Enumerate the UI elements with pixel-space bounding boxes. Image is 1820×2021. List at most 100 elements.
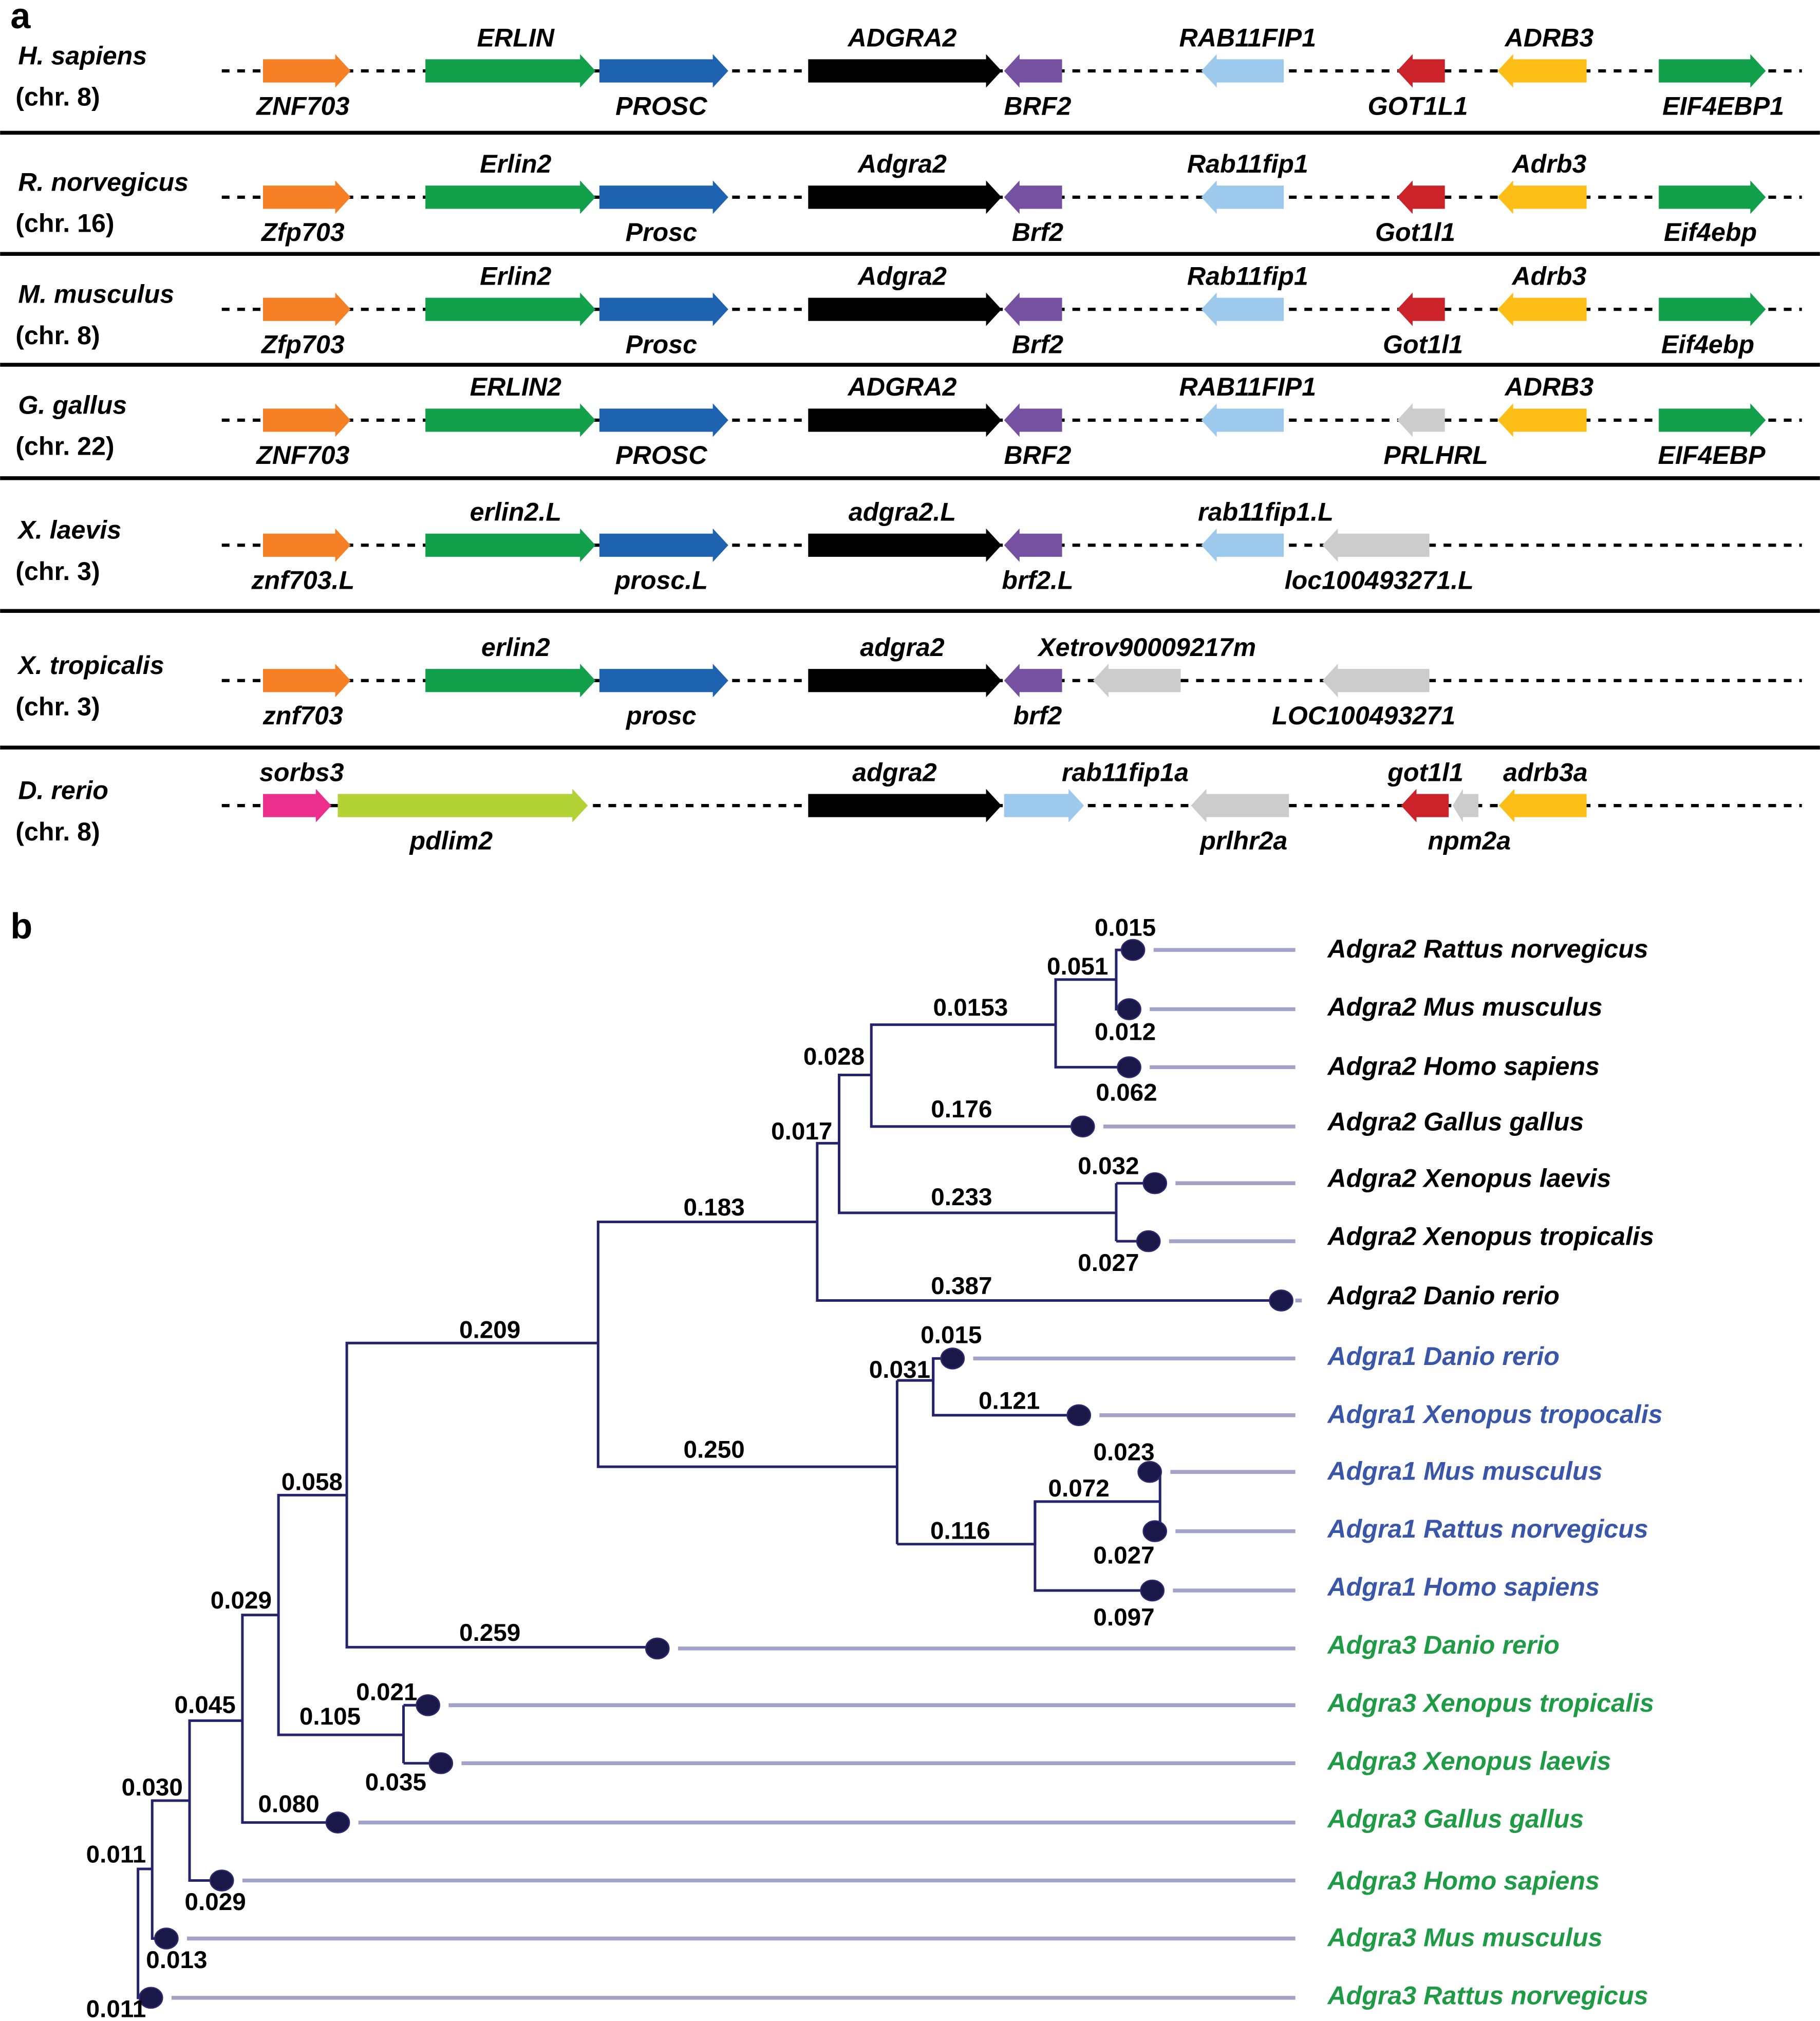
gene-label: got1l1: [1387, 758, 1463, 787]
row-separator: [0, 252, 1820, 256]
leaf-label: Adgra1 Mus musculus: [1326, 1456, 1602, 1485]
chromosome-label: (chr. 22): [15, 432, 114, 461]
leaf-label: Adgra2 Danio rerio: [1326, 1281, 1560, 1310]
gene-arrow: [1397, 54, 1445, 88]
branch-length-label: 0.045: [174, 1691, 235, 1718]
branch-length-label: 0.121: [979, 1387, 1040, 1414]
gene-label: EIF4EBP: [1658, 441, 1766, 470]
panel-a-label: a: [10, 0, 31, 36]
gene-label: EIF4EBP1: [1662, 91, 1784, 120]
tip-node: [1117, 998, 1141, 1020]
tip-node: [1142, 1172, 1168, 1194]
gene-arrow: [263, 528, 351, 562]
branch-length-label: 0.023: [1093, 1439, 1154, 1466]
species-row: M. musculus(chr. 8)Zfp703Erlin2ProscAdgr…: [15, 261, 1802, 359]
gene-arrow: [1201, 403, 1284, 437]
branch-length-label: 0.183: [684, 1194, 745, 1221]
branch-length-label: 0.0153: [933, 994, 1008, 1021]
tip-node: [1140, 1579, 1165, 1602]
branch-length-label: 0.035: [365, 1769, 426, 1796]
gene-arrow: [1397, 180, 1445, 214]
gene-arrow: [425, 664, 596, 698]
branch-length-label: 0.015: [921, 1321, 982, 1349]
leaf-label: Adgra2 Rattus norvegicus: [1326, 934, 1648, 963]
gene-arrow: [1659, 403, 1766, 437]
gene-arrow: [1004, 789, 1084, 822]
branch-length-label: 0.011: [86, 1995, 146, 2021]
row-separator: [0, 130, 1820, 135]
leaf-label: Adgra3 Xenopus laevis: [1326, 1747, 1611, 1775]
species-row: X. laevis(chr. 3)znf703.Lerlin2.Lprosc.L…: [15, 498, 1802, 595]
leaf-label: Adgra3 Rattus norvegicus: [1326, 1981, 1648, 2010]
leaf-label: Adgra2 Xenopus tropicalis: [1326, 1222, 1654, 1251]
gene-label: PROSC: [615, 441, 707, 470]
species-row: R. norvegicus(chr. 16)Zfp703Erlin2ProscA…: [15, 149, 1802, 247]
gene-label: ZNF703: [255, 441, 349, 470]
branch-length-label: 0.027: [1078, 1249, 1139, 1277]
tree-branch: [1054, 978, 1130, 1069]
gene-label: BRF2: [1004, 441, 1071, 470]
tip-node: [1269, 1289, 1293, 1312]
gene-arrow: [599, 54, 728, 88]
gene-label: Prosc: [626, 218, 698, 247]
gene-arrow: [1201, 54, 1284, 88]
gene-arrow: [1004, 664, 1062, 698]
gene-arrow: [1004, 403, 1062, 437]
chromosome-label: (chr. 8): [15, 817, 100, 846]
gene-arrow: [808, 292, 1002, 326]
gene-label: pdlim2: [409, 826, 493, 855]
species-name: D. rerio: [18, 776, 108, 805]
tree-branch: [241, 1614, 338, 1824]
gene-label: ADGRA2: [847, 372, 957, 401]
gene-arrow: [1497, 403, 1587, 437]
gene-label: Got1l1: [1375, 218, 1455, 247]
gene-label: Got1l1: [1383, 330, 1463, 359]
branch-length-label: 0.116: [930, 1518, 990, 1545]
gene-arrow: [808, 403, 1002, 437]
gene-arrow: [1004, 54, 1062, 88]
gene-label: GOT1L1: [1367, 91, 1468, 120]
branch-length-label: 0.013: [146, 1947, 207, 1974]
gene-arrow: [1322, 528, 1430, 562]
gene-label: npm2a: [1428, 826, 1511, 855]
tip-node: [1142, 1520, 1168, 1542]
gene-arrow: [1322, 664, 1430, 698]
gene-arrow: [1497, 292, 1587, 326]
gene-arrow: [1497, 180, 1587, 214]
leaf-label: Adgra2 Gallus gallus: [1326, 1107, 1584, 1136]
gene-label: BRF2: [1004, 91, 1071, 120]
tip-node: [138, 1987, 163, 2009]
gene-label: znf703: [262, 701, 343, 730]
leaf-label: Adgra1 Xenopus tropocalis: [1326, 1400, 1662, 1429]
branch-length-label: 0.032: [1078, 1153, 1139, 1180]
gene-arrow: [1497, 54, 1587, 88]
gene-label: RAB11FIP1: [1179, 23, 1317, 52]
species-name: R. norvegicus: [18, 167, 189, 196]
leaf-label: Adgra3 Xenopus tropicalis: [1326, 1689, 1654, 1717]
gene-label: erlin2: [481, 633, 550, 662]
gene-arrow: [599, 403, 728, 437]
branch-length-label: 0.250: [684, 1436, 745, 1464]
gene-label: ERLIN: [477, 23, 555, 52]
gene-arrow: [599, 180, 728, 214]
branch-length-label: 0.029: [185, 1888, 246, 1916]
leaf-label: Adgra1 Rattus norvegicus: [1326, 1514, 1648, 1543]
branch-length-label: 0.062: [1096, 1079, 1157, 1107]
gene-arrow: [1659, 180, 1766, 214]
gene-label: ADGRA2: [847, 23, 957, 52]
chromosome-label: (chr. 16): [15, 209, 114, 238]
tip-node: [1117, 1056, 1141, 1078]
gene-label: loc100493271.L: [1285, 566, 1474, 595]
gene-arrow: [425, 292, 596, 326]
branch-length-label: 0.012: [1095, 1019, 1156, 1046]
gene-label: adrb3a: [1503, 758, 1587, 787]
branch-length-label: 0.028: [803, 1043, 865, 1070]
gene-label: Rab11fip1: [1187, 261, 1308, 290]
branch-length-label: 0.080: [258, 1791, 320, 1818]
tip-node: [1120, 939, 1146, 961]
branch-length-label: 0.031: [869, 1356, 930, 1383]
gene-arrow: [425, 403, 596, 437]
